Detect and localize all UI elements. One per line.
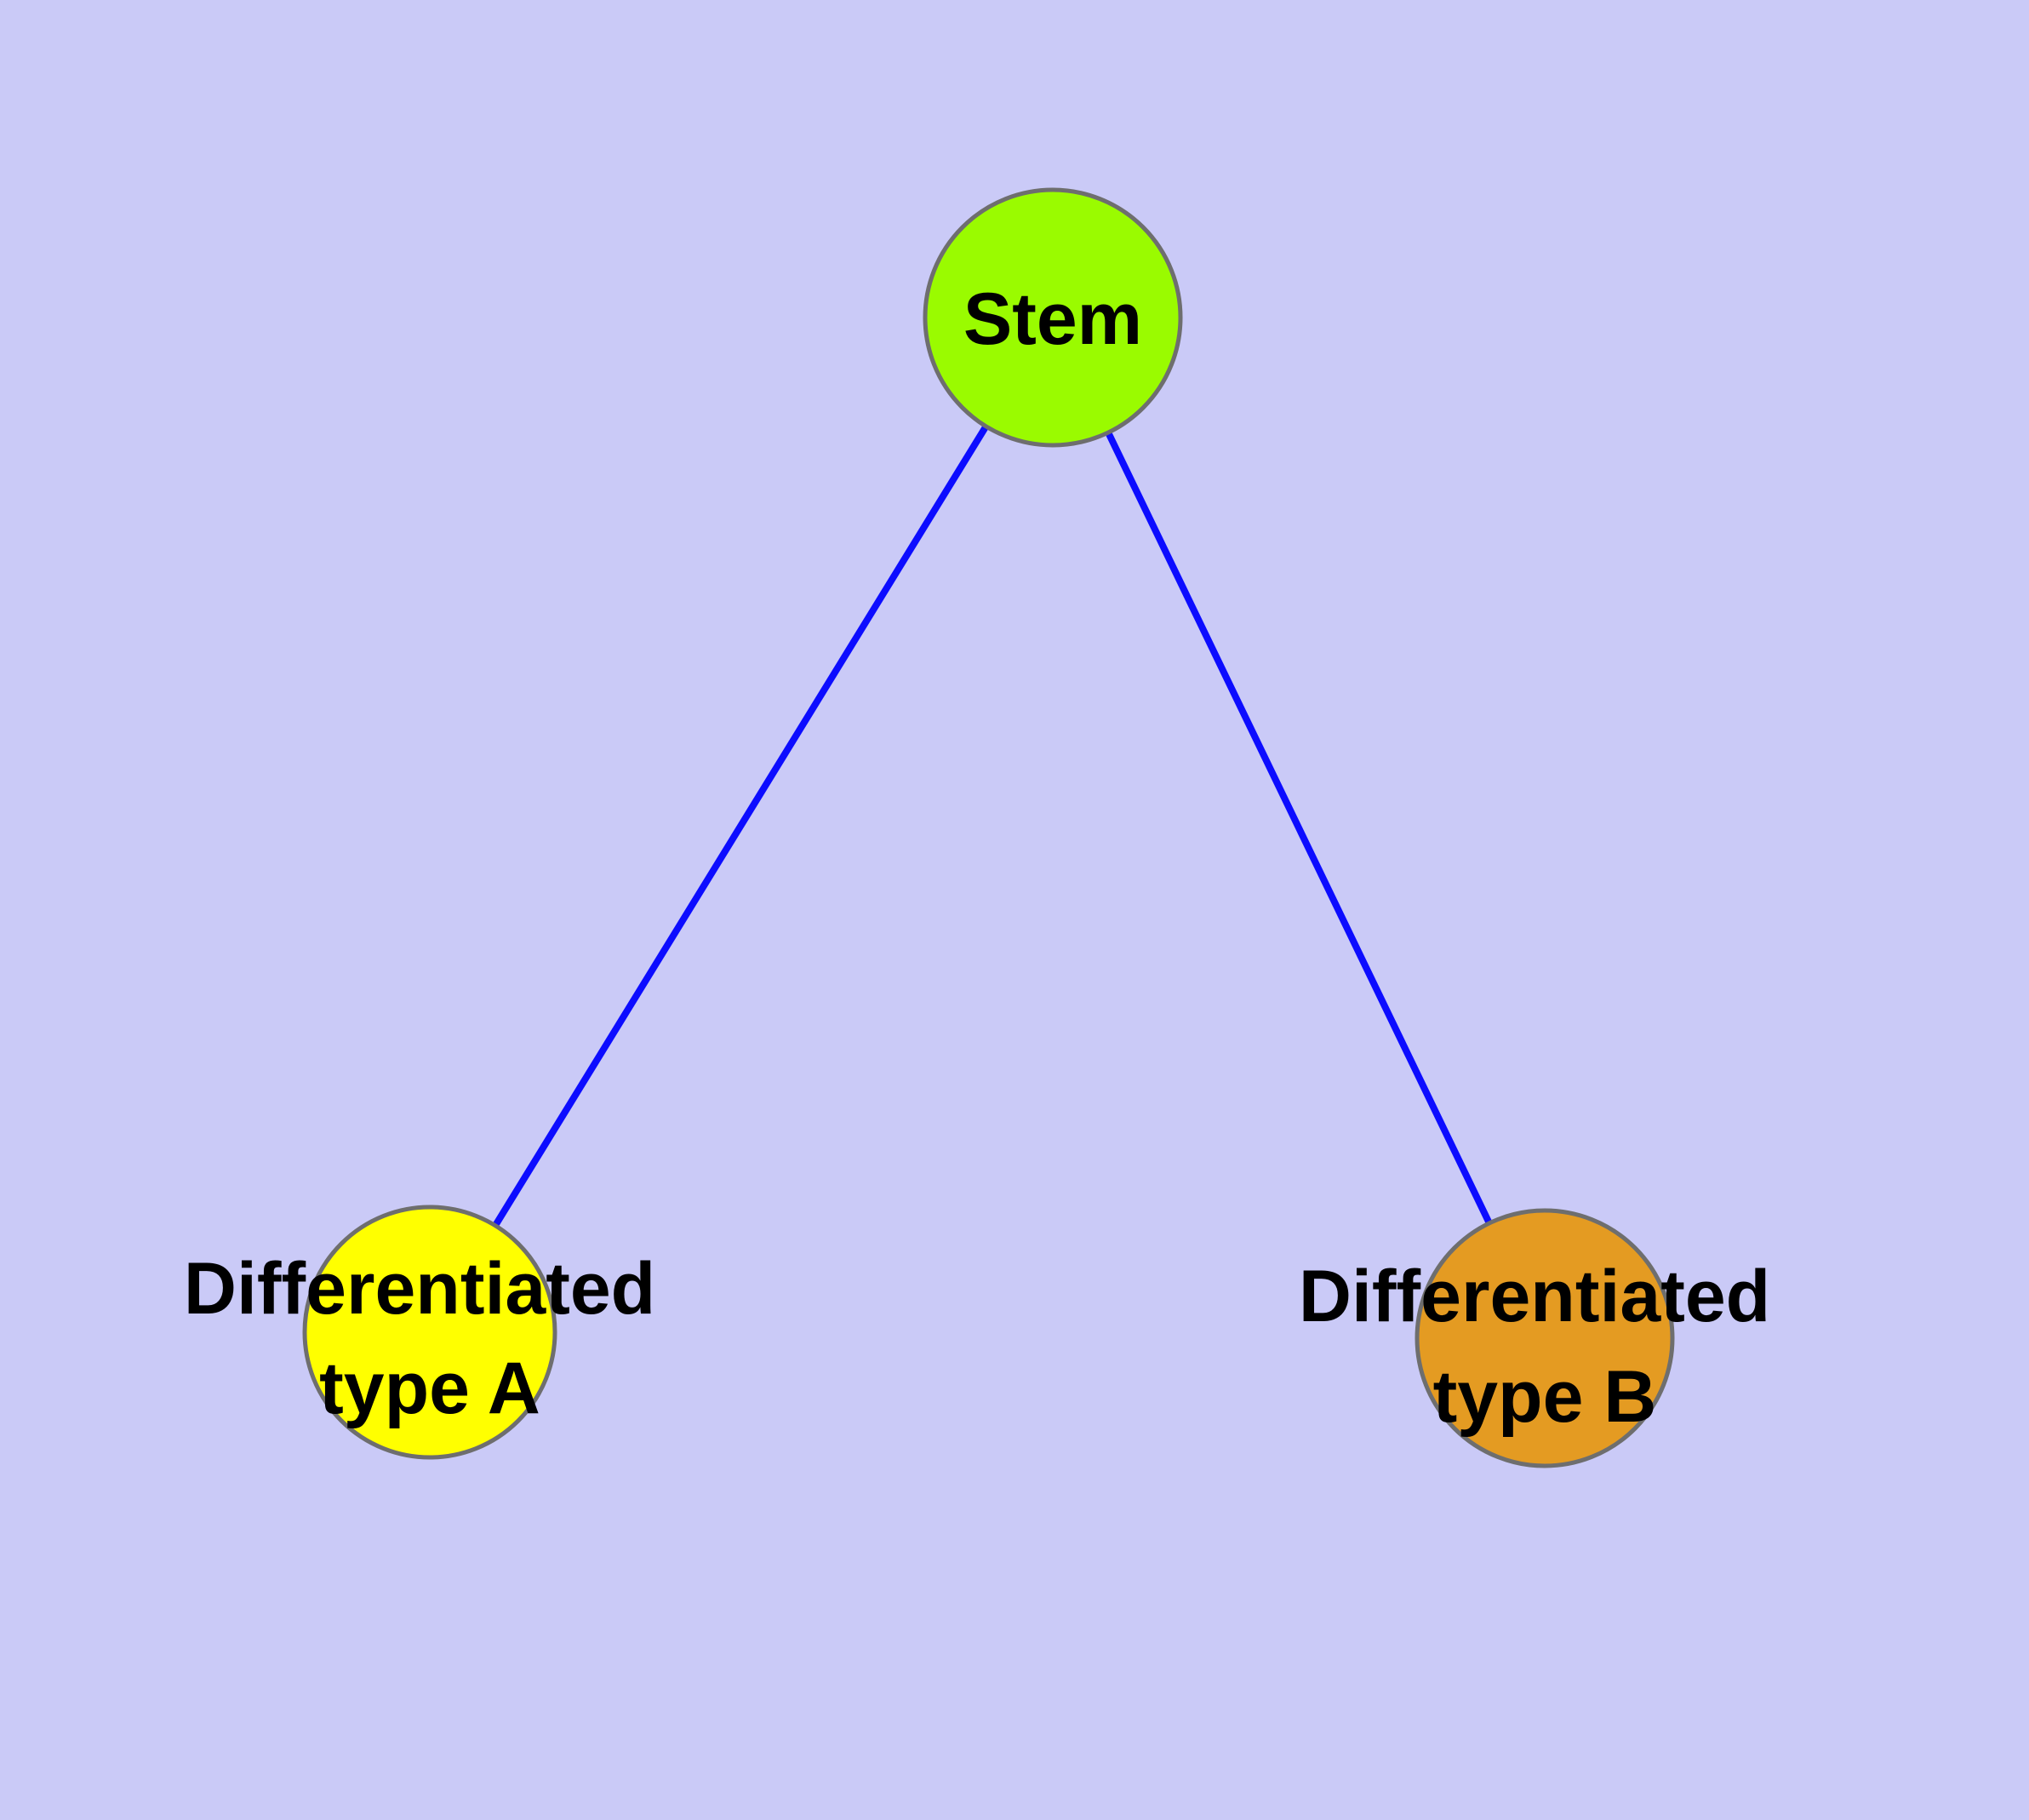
type-a-node <box>302 1205 557 1460</box>
edge-stem-to-type-a <box>426 315 1056 1335</box>
type-b-node-label: Differentiated type B <box>1299 1256 1791 1438</box>
type-a-node-label: Differentiated type A <box>184 1248 676 1429</box>
stem-node <box>923 187 1183 448</box>
stem-node-label: Stem <box>963 278 1142 360</box>
type-a-label-line-1: Differentiated <box>184 1248 655 1330</box>
edge-stem-to-type-b <box>1049 316 1548 1340</box>
type-b-label-line-2: type B <box>1433 1356 1657 1438</box>
type-b-label-line-1: Differentiated <box>1299 1256 1770 1337</box>
type-b-node <box>1415 1208 1675 1468</box>
type-a-label-line-2: type A <box>319 1348 540 1429</box>
